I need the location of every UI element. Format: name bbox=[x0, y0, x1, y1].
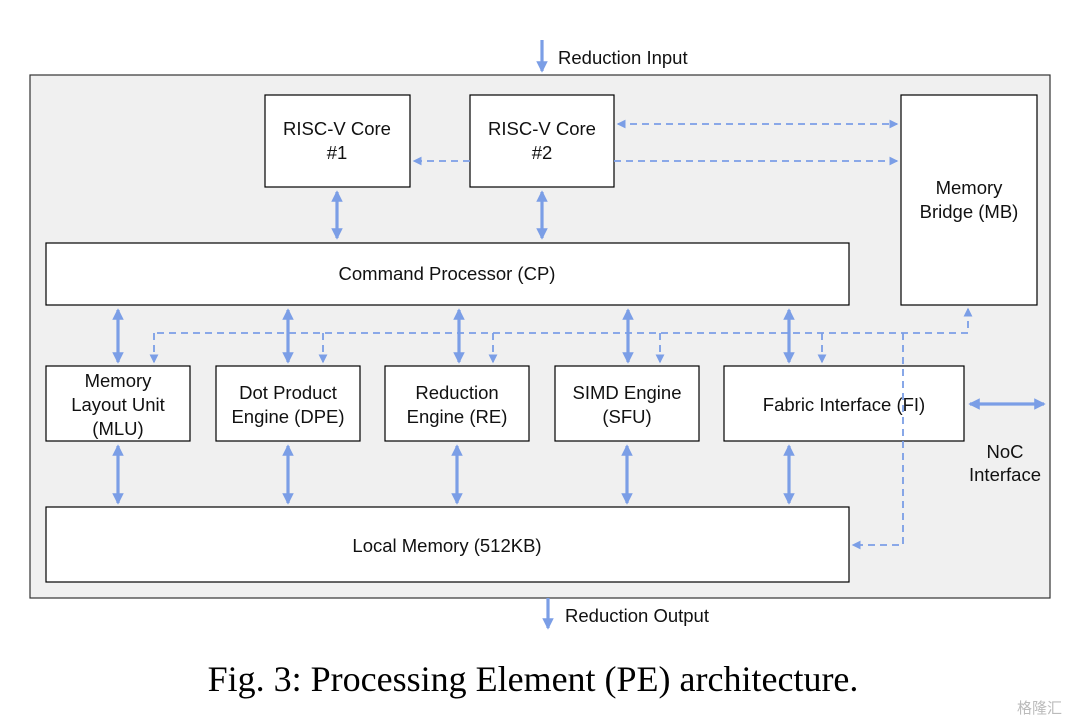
sfu-label-line-2: (SFU) bbox=[602, 406, 651, 427]
mb-label-line-1: Memory bbox=[936, 177, 1004, 198]
riscv-core-2-block: RISC-V Core #2 bbox=[469, 94, 615, 188]
dpe-label-line-1: Dot Product bbox=[239, 382, 337, 403]
mb-label-line-2: Bridge (MB) bbox=[920, 201, 1019, 222]
mlu-label-line-2: Layout Unit bbox=[71, 394, 165, 415]
riscv2-label-line-2: #2 bbox=[532, 142, 553, 163]
fabric-interface-block: Fabric Interface (FI) bbox=[723, 365, 965, 442]
lm-label-line-1: Local Memory (512KB) bbox=[352, 535, 541, 556]
watermark: 格隆汇 bbox=[1017, 699, 1062, 717]
fi-label-line-1: Fabric Interface (FI) bbox=[763, 394, 925, 415]
noc-label-line2: Interface bbox=[969, 464, 1041, 485]
re-label-line-2: Engine (RE) bbox=[407, 406, 508, 427]
fabric-interface-label: Fabric Interface (FI) bbox=[763, 394, 925, 415]
sfu-label: SIMD Engine (SFU) bbox=[573, 382, 682, 427]
solid-connections bbox=[112, 40, 1046, 630]
dashed-mb-to-local-memory bbox=[851, 333, 904, 550]
cp-label-line-1: Command Processor (CP) bbox=[339, 263, 556, 284]
local-memory-label: Local Memory (512KB) bbox=[352, 535, 541, 556]
reduction-input-label: Reduction Input bbox=[558, 47, 688, 68]
command-processor-block: Command Processor (CP) bbox=[45, 242, 850, 306]
riscv-core-2-label: RISC-V Core #2 bbox=[488, 118, 596, 163]
mlu-label-line-3: (MLU) bbox=[92, 418, 143, 439]
sfu-block: SIMD Engine (SFU) bbox=[554, 365, 700, 442]
riscv1-label-line-2: #1 bbox=[327, 142, 348, 163]
riscv-core-1-label: RISC-V Core #1 bbox=[283, 118, 391, 163]
dashed-connections bbox=[149, 119, 973, 550]
sfu-label-line-1: SIMD Engine bbox=[573, 382, 682, 403]
noc-label-line1: NoC bbox=[986, 441, 1023, 462]
command-processor-label: Command Processor (CP) bbox=[339, 263, 556, 284]
local-memory-block: Local Memory (512KB) bbox=[45, 506, 850, 583]
dashed-bus-mb bbox=[154, 307, 973, 334]
re-label-line-1: Reduction bbox=[415, 382, 498, 403]
dpe-label-line-2: Engine (DPE) bbox=[231, 406, 344, 427]
mlu-label-line-1: Memory bbox=[85, 370, 153, 391]
figure-caption: Fig. 3: Processing Element (PE) architec… bbox=[208, 659, 859, 699]
riscv1-label-line-1: RISC-V Core bbox=[283, 118, 391, 139]
reduction-output-label: Reduction Output bbox=[565, 605, 709, 626]
riscv2-label-line-1: RISC-V Core bbox=[488, 118, 596, 139]
riscv-core-1-block: RISC-V Core #1 bbox=[264, 94, 411, 188]
